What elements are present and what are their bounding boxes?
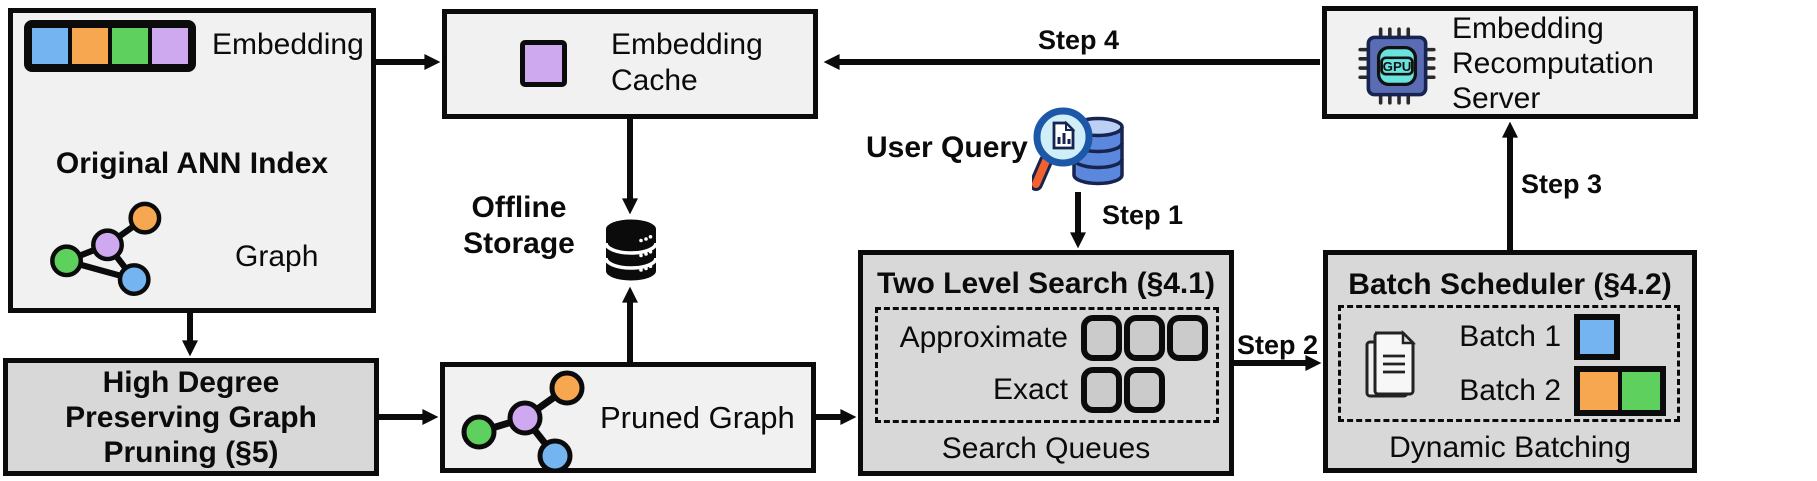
original-ann-index-box: Embedding Original ANN Index Graph: [8, 8, 376, 313]
embedding-cell-purple: [152, 28, 188, 64]
batch2-row: Batch 2: [1459, 366, 1666, 416]
batch1-row: Batch 1: [1459, 314, 1620, 360]
graph-node-blue: [537, 438, 573, 472]
dynamic-batching-panel: Batch 1 Batch 2: [1338, 305, 1680, 422]
offline-storage-database-icon: [604, 219, 658, 281]
batch-scheduler-title: Batch Scheduler (§4.2): [1348, 268, 1672, 301]
recomputation-server-box: GPU Embedding Recomputation Server: [1322, 6, 1698, 119]
graph-node-orange: [549, 370, 585, 406]
batch2-items: [1574, 366, 1666, 416]
ann-graph-icon: [50, 201, 162, 296]
embedding-cache-label: Embedding Cache: [611, 28, 763, 97]
embedding-cell-green: [112, 28, 148, 64]
user-query-label: User Query: [866, 131, 1028, 164]
step4-label: Step 4: [1038, 25, 1120, 55]
gpu-text: GPU: [1383, 59, 1412, 74]
two-level-search-box: Two Level Search (§4.1) Approximate Exac…: [858, 250, 1234, 476]
graph-node-orange: [128, 201, 162, 235]
dynamic-batching-caption: Dynamic Batching: [1389, 431, 1631, 464]
batch2-label: Batch 2: [1459, 374, 1561, 407]
queue-slot: [1124, 367, 1165, 413]
graph-node-purple: [91, 228, 124, 262]
exact-queues: [1081, 367, 1167, 413]
batch2-item-green: [1622, 372, 1660, 410]
embedding-label: Embedding: [212, 28, 364, 61]
approximate-queues: [1081, 315, 1210, 361]
user-query-search-database-icon: [1032, 107, 1124, 191]
search-queues-caption: Search Queues: [941, 432, 1151, 465]
offline-storage-label: Offline Storage: [463, 191, 575, 260]
step1-label: Step 1: [1102, 200, 1184, 230]
pruned-graph-box: Pruned Graph: [440, 362, 816, 473]
embedding-cell-blue: [32, 28, 68, 64]
graph-node-blue: [117, 263, 151, 296]
batch-scheduler-box: Batch Scheduler (§4.2) Batch 1 Batch 2: [1323, 250, 1697, 473]
graph-node-green: [50, 244, 84, 278]
search-queues-panel: Approximate Exact: [875, 307, 1219, 423]
approximate-label: Approximate: [899, 321, 1068, 354]
embedding-cell-orange: [72, 28, 108, 64]
recomputation-server-label: Embedding Recomputation Server: [1452, 12, 1654, 115]
step3-label: Step 3: [1521, 169, 1603, 199]
cached-embedding-icon: [520, 40, 567, 87]
queue-slot: [1081, 367, 1122, 413]
documents-icon: [1365, 329, 1417, 398]
batch1-item-blue: [1574, 314, 1620, 360]
approximate-queue-row: Approximate: [886, 315, 1210, 361]
original-ann-index-title: Original ANN Index: [55, 147, 329, 180]
two-level-search-title: Two Level Search (§4.1): [877, 267, 1215, 300]
graph-label: Graph: [235, 240, 319, 273]
queue-slot: [1081, 315, 1122, 361]
gpu-chip-icon: GPU: [1358, 27, 1436, 105]
pruned-graph-label: Pruned Graph: [600, 400, 795, 435]
batch2-item-orange: [1580, 372, 1618, 410]
embedding-vector-icon: [24, 20, 196, 72]
exact-queue-row: Exact: [886, 367, 1167, 413]
graph-node-purple: [507, 400, 543, 436]
pruned-graph-icon: [461, 370, 585, 472]
graph-pruning-box: High Degree Preserving Graph Pruning (§5…: [3, 358, 379, 476]
embedding-cache-box: Embedding Cache: [442, 9, 818, 119]
queue-slot: [1124, 315, 1165, 361]
graph-node-green: [461, 414, 497, 450]
queue-slot: [1167, 315, 1208, 361]
exact-label: Exact: [992, 373, 1068, 406]
batch1-label: Batch 1: [1459, 320, 1561, 353]
step2-label: Step 2: [1237, 330, 1319, 360]
graph-pruning-title: High Degree Preserving Graph Pruning (§5…: [65, 365, 317, 469]
